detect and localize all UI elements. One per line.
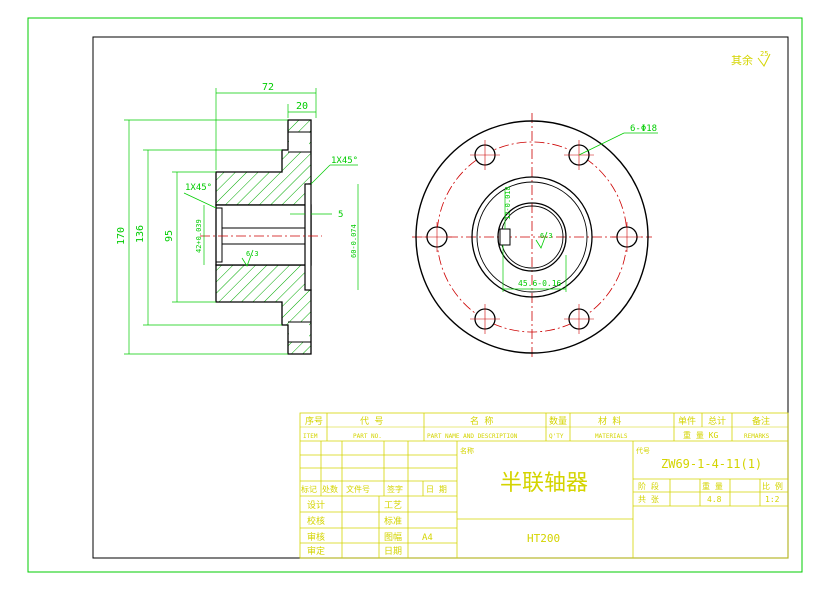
svg-text:数量: 数量 [549, 415, 567, 427]
part-name: 半联轴器 [500, 471, 588, 496]
dim-136: 136 [135, 225, 146, 243]
svg-text:签字: 签字 [387, 484, 403, 494]
outer-border [27, 17, 803, 573]
drawing-number: ZW69-1-4-11(1) [661, 457, 762, 471]
svg-text:MATERIALS: MATERIALS [595, 433, 628, 440]
svg-text:Q'TY: Q'TY [549, 433, 564, 440]
svg-text:其余: 其余 [731, 53, 753, 67]
material: HT200 [527, 532, 560, 545]
svg-text:处数: 处数 [322, 484, 338, 494]
holes-label: 6-Φ18 [630, 124, 657, 134]
roughness-side: 6.3 [246, 250, 259, 258]
title-block: 序号 ITEM 代 号 PART NO. 名 称 PART NAME AND D… [299, 412, 789, 559]
svg-text:4.8: 4.8 [707, 495, 722, 504]
svg-text:名称: 名称 [460, 446, 474, 455]
svg-text:重 量: 重 量 [702, 481, 723, 491]
svg-text:代 号: 代 号 [360, 416, 383, 427]
dim-bore-left: 42+0.039 [195, 219, 203, 253]
svg-text:日 期: 日 期 [426, 485, 447, 494]
svg-text:工艺: 工艺 [384, 500, 402, 511]
svg-text:文件号: 文件号 [346, 484, 370, 494]
svg-text:标准: 标准 [384, 515, 402, 527]
dim-5: 5 [338, 210, 343, 220]
front-view: 6-Φ18 12-0.018 45.6-0.16 6.3 [412, 113, 658, 360]
svg-text:名 称: 名 称 [470, 415, 493, 427]
svg-text:材 料: 材 料 [598, 415, 621, 427]
svg-text:备注: 备注 [752, 415, 770, 427]
svg-text:共 张: 共 张 [638, 495, 659, 504]
dim-72: 72 [262, 82, 274, 93]
svg-text:PART NAME AND DESCRIPTION: PART NAME AND DESCRIPTION [427, 433, 518, 440]
svg-text:A4: A4 [422, 533, 433, 543]
svg-text:比 例: 比 例 [762, 481, 783, 491]
surface-finish-note: 其余 25 [731, 50, 771, 67]
svg-text:ITEM: ITEM [303, 433, 318, 440]
svg-text:单件: 单件 [678, 415, 696, 427]
svg-text:重 量 KG: 重 量 KG [683, 430, 718, 440]
svg-text:阶 段: 阶 段 [638, 481, 659, 491]
svg-text:图幅: 图幅 [384, 531, 402, 543]
dim-20: 20 [296, 101, 308, 112]
svg-text:校核: 校核 [307, 515, 325, 527]
keyway-depth: 45.6-0.16 [518, 279, 562, 288]
inner-border [92, 36, 789, 559]
dim-95: 95 [164, 230, 175, 242]
svg-text:序号: 序号 [305, 415, 323, 427]
side-section-view: 72 20 170 136 95 42+0.039 60-0.074 1X45°… [116, 82, 359, 355]
dim-170: 170 [116, 227, 127, 245]
svg-text:代号: 代号 [636, 446, 650, 455]
svg-text:设计: 设计 [307, 499, 325, 511]
svg-text:25: 25 [760, 50, 768, 58]
svg-text:标记: 标记 [301, 484, 317, 494]
chamfer-top-label: 1X45° [331, 156, 358, 166]
svg-text:PART NO.: PART NO. [353, 433, 382, 440]
svg-text:总计: 总计 [708, 415, 726, 427]
svg-text:审定: 审定 [307, 545, 325, 557]
svg-text:1:2: 1:2 [765, 495, 780, 504]
chamfer-left-label: 1X45° [185, 183, 212, 193]
roughness-front: 6.3 [540, 232, 553, 240]
svg-text:审核: 审核 [307, 531, 325, 543]
svg-text:日期: 日期 [384, 546, 402, 557]
keyway-width: 12-0.018 [504, 186, 512, 220]
svg-text:REMARKS: REMARKS [744, 433, 770, 440]
dim-bore-right: 60-0.074 [350, 224, 358, 258]
